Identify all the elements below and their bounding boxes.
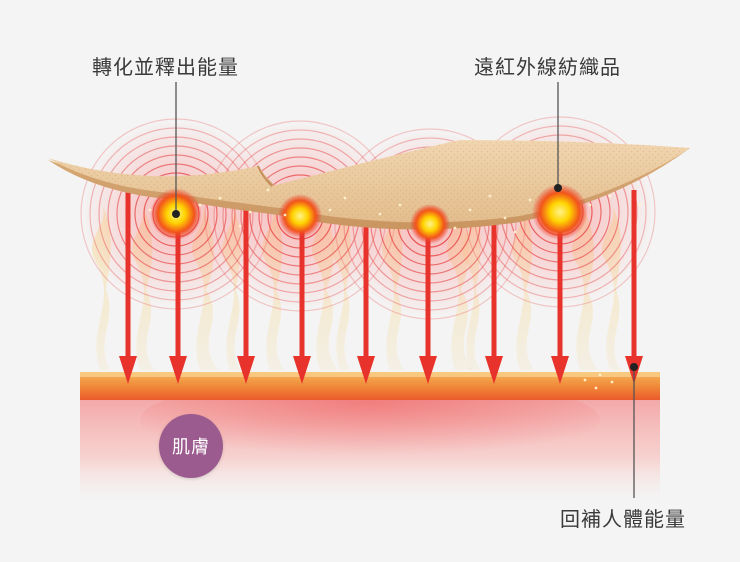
label-far-infrared-textile: 遠紅外線紡織品 (474, 55, 621, 79)
skin-surface (80, 372, 660, 400)
arrow-shaft (243, 200, 249, 356)
arrow-shaft (299, 224, 305, 356)
arrow-head (419, 356, 437, 384)
sparkle (608, 194, 612, 198)
sparkle (378, 212, 382, 216)
arrow-head (169, 356, 187, 384)
sparkle (453, 226, 457, 230)
arrow-head (357, 356, 375, 384)
emitter-core (410, 204, 450, 244)
leader-replenish-dot (630, 363, 638, 371)
sparkle (618, 368, 622, 372)
arrow-shaft (491, 206, 497, 356)
arrow-shaft (425, 232, 431, 356)
sparkle (218, 196, 222, 200)
textile-sheet (48, 140, 690, 230)
arrow-head (119, 356, 137, 384)
emitter-core (278, 194, 322, 238)
sparkle (398, 203, 402, 207)
arrow-shaft (631, 190, 637, 356)
sparkle (468, 208, 472, 212)
leader-release-dot (172, 210, 180, 218)
arrow-head (551, 356, 569, 384)
leader-textile-dot (554, 184, 562, 192)
sparkle (638, 203, 642, 207)
sparkle (198, 203, 202, 207)
sparkle (488, 194, 492, 198)
arrow-head (237, 356, 255, 384)
sparkle (594, 386, 598, 390)
emitter-core (532, 184, 588, 240)
energy-arrows (119, 190, 643, 384)
arrow-shaft (125, 190, 131, 356)
arrow-shaft (175, 222, 181, 356)
label-replenish-energy: 回補人體能量 (560, 507, 686, 531)
sparkle (598, 373, 602, 377)
arrow-shaft (363, 206, 369, 356)
sparkle (588, 203, 592, 207)
sparkle (610, 380, 614, 384)
arrow-shaft (557, 222, 563, 356)
sparkles (148, 188, 642, 390)
sparkle (283, 213, 287, 217)
sparkle (528, 198, 532, 202)
sparkle (148, 208, 152, 212)
sparkle (266, 188, 270, 192)
arrow-head (485, 356, 503, 384)
sparkle (248, 210, 252, 214)
sparkle (503, 216, 507, 220)
skin-badge: 肌膚 (159, 414, 223, 478)
sparkle (238, 224, 242, 228)
sparkle (328, 208, 332, 212)
sparkle (343, 196, 347, 200)
leader-lines (172, 82, 638, 498)
sparkle (583, 378, 587, 382)
sparkle (513, 230, 517, 234)
label-release-energy: 轉化並釋出能量 (92, 55, 239, 79)
arrow-head (293, 356, 311, 384)
